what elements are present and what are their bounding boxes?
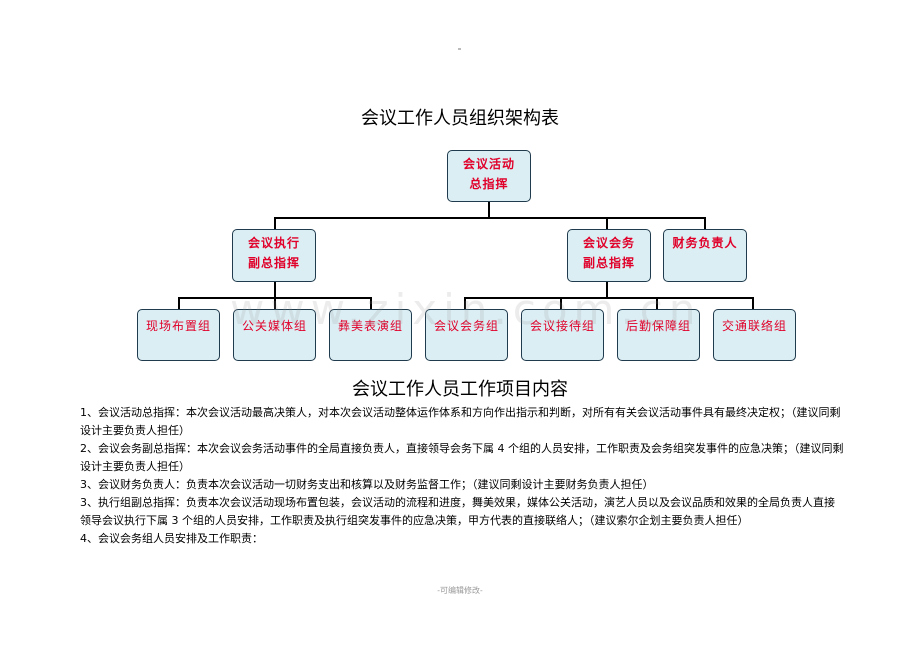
connector — [606, 217, 608, 230]
page-footer: -可编辑修改- — [437, 586, 483, 595]
connector — [656, 297, 658, 310]
org-box-transport-group: 交通联络组 — [713, 309, 796, 361]
connector — [370, 297, 372, 310]
connector — [274, 297, 276, 310]
duty-list: 1、会议活动总指挥：本次会议活动最高决策人，对本次会议活动整体运作体系和方向作出… — [80, 404, 845, 548]
org-box-affairs-deputy: 会议会务 副总指挥 — [567, 229, 651, 282]
page-dot-mark — [458, 48, 461, 50]
connector — [274, 217, 276, 230]
connector — [178, 297, 180, 310]
connector — [560, 297, 562, 310]
connector — [464, 297, 754, 299]
duty-item: 3、执行组副总指挥：负责本次会议活动现场布置包装，会议活动的流程和进度，舞美效果… — [80, 496, 835, 527]
org-box-performance-group: 彝美表演组 — [329, 309, 412, 361]
connector — [704, 217, 706, 230]
connector — [274, 217, 706, 219]
connector — [274, 282, 276, 298]
org-box-logistics-group: 后勤保障组 — [617, 309, 700, 361]
duty-item: 2、会议会务副总指挥：本次会议会务活动事件的全局直接负责人，直接领导会务下属 4… — [80, 442, 844, 473]
org-box-line: 财务负责人 — [672, 236, 738, 250]
section-title: 会议工作人员工作项目内容 — [352, 379, 568, 400]
connector — [606, 282, 608, 298]
org-box-line: 总指挥 — [469, 177, 509, 191]
org-box-line: 副总指挥 — [247, 256, 300, 270]
connector — [752, 297, 754, 310]
org-box-chief-director: 会议活动 总指挥 — [447, 150, 531, 202]
watermark: www.zixin.com.cn — [230, 285, 702, 334]
org-box-line: 副总指挥 — [582, 256, 635, 270]
org-box-line: 会议会务 — [582, 236, 635, 250]
org-box-reception-group: 会议接待组 — [521, 309, 604, 361]
duty-item: 3、会议财务负责人：负责本次会议活动一切财务支出和核算以及财务监督工作；（建议同… — [80, 478, 654, 491]
org-box-finance-head: 财务负责人 — [663, 229, 747, 282]
duty-item: 1、会议活动总指挥：本次会议活动最高决策人，对本次会议活动整体运作体系和方向作出… — [80, 406, 841, 437]
chart-title: 会议工作人员组织架构表 — [361, 108, 559, 129]
org-box-conference-affairs-group: 会议会务组 — [425, 309, 508, 361]
connector — [464, 297, 466, 310]
org-box-pr-media-group: 公关媒体组 — [233, 309, 316, 361]
connector — [488, 202, 490, 218]
org-box-exec-deputy: 会议执行 副总指挥 — [232, 229, 316, 282]
org-box-line: 会议活动 — [462, 157, 515, 171]
duty-item: 4、会议会务组人员安排及工作职责： — [80, 532, 263, 545]
org-box-line: 会议执行 — [247, 236, 300, 250]
org-box-site-layout-group: 现场布置组 — [137, 309, 220, 361]
